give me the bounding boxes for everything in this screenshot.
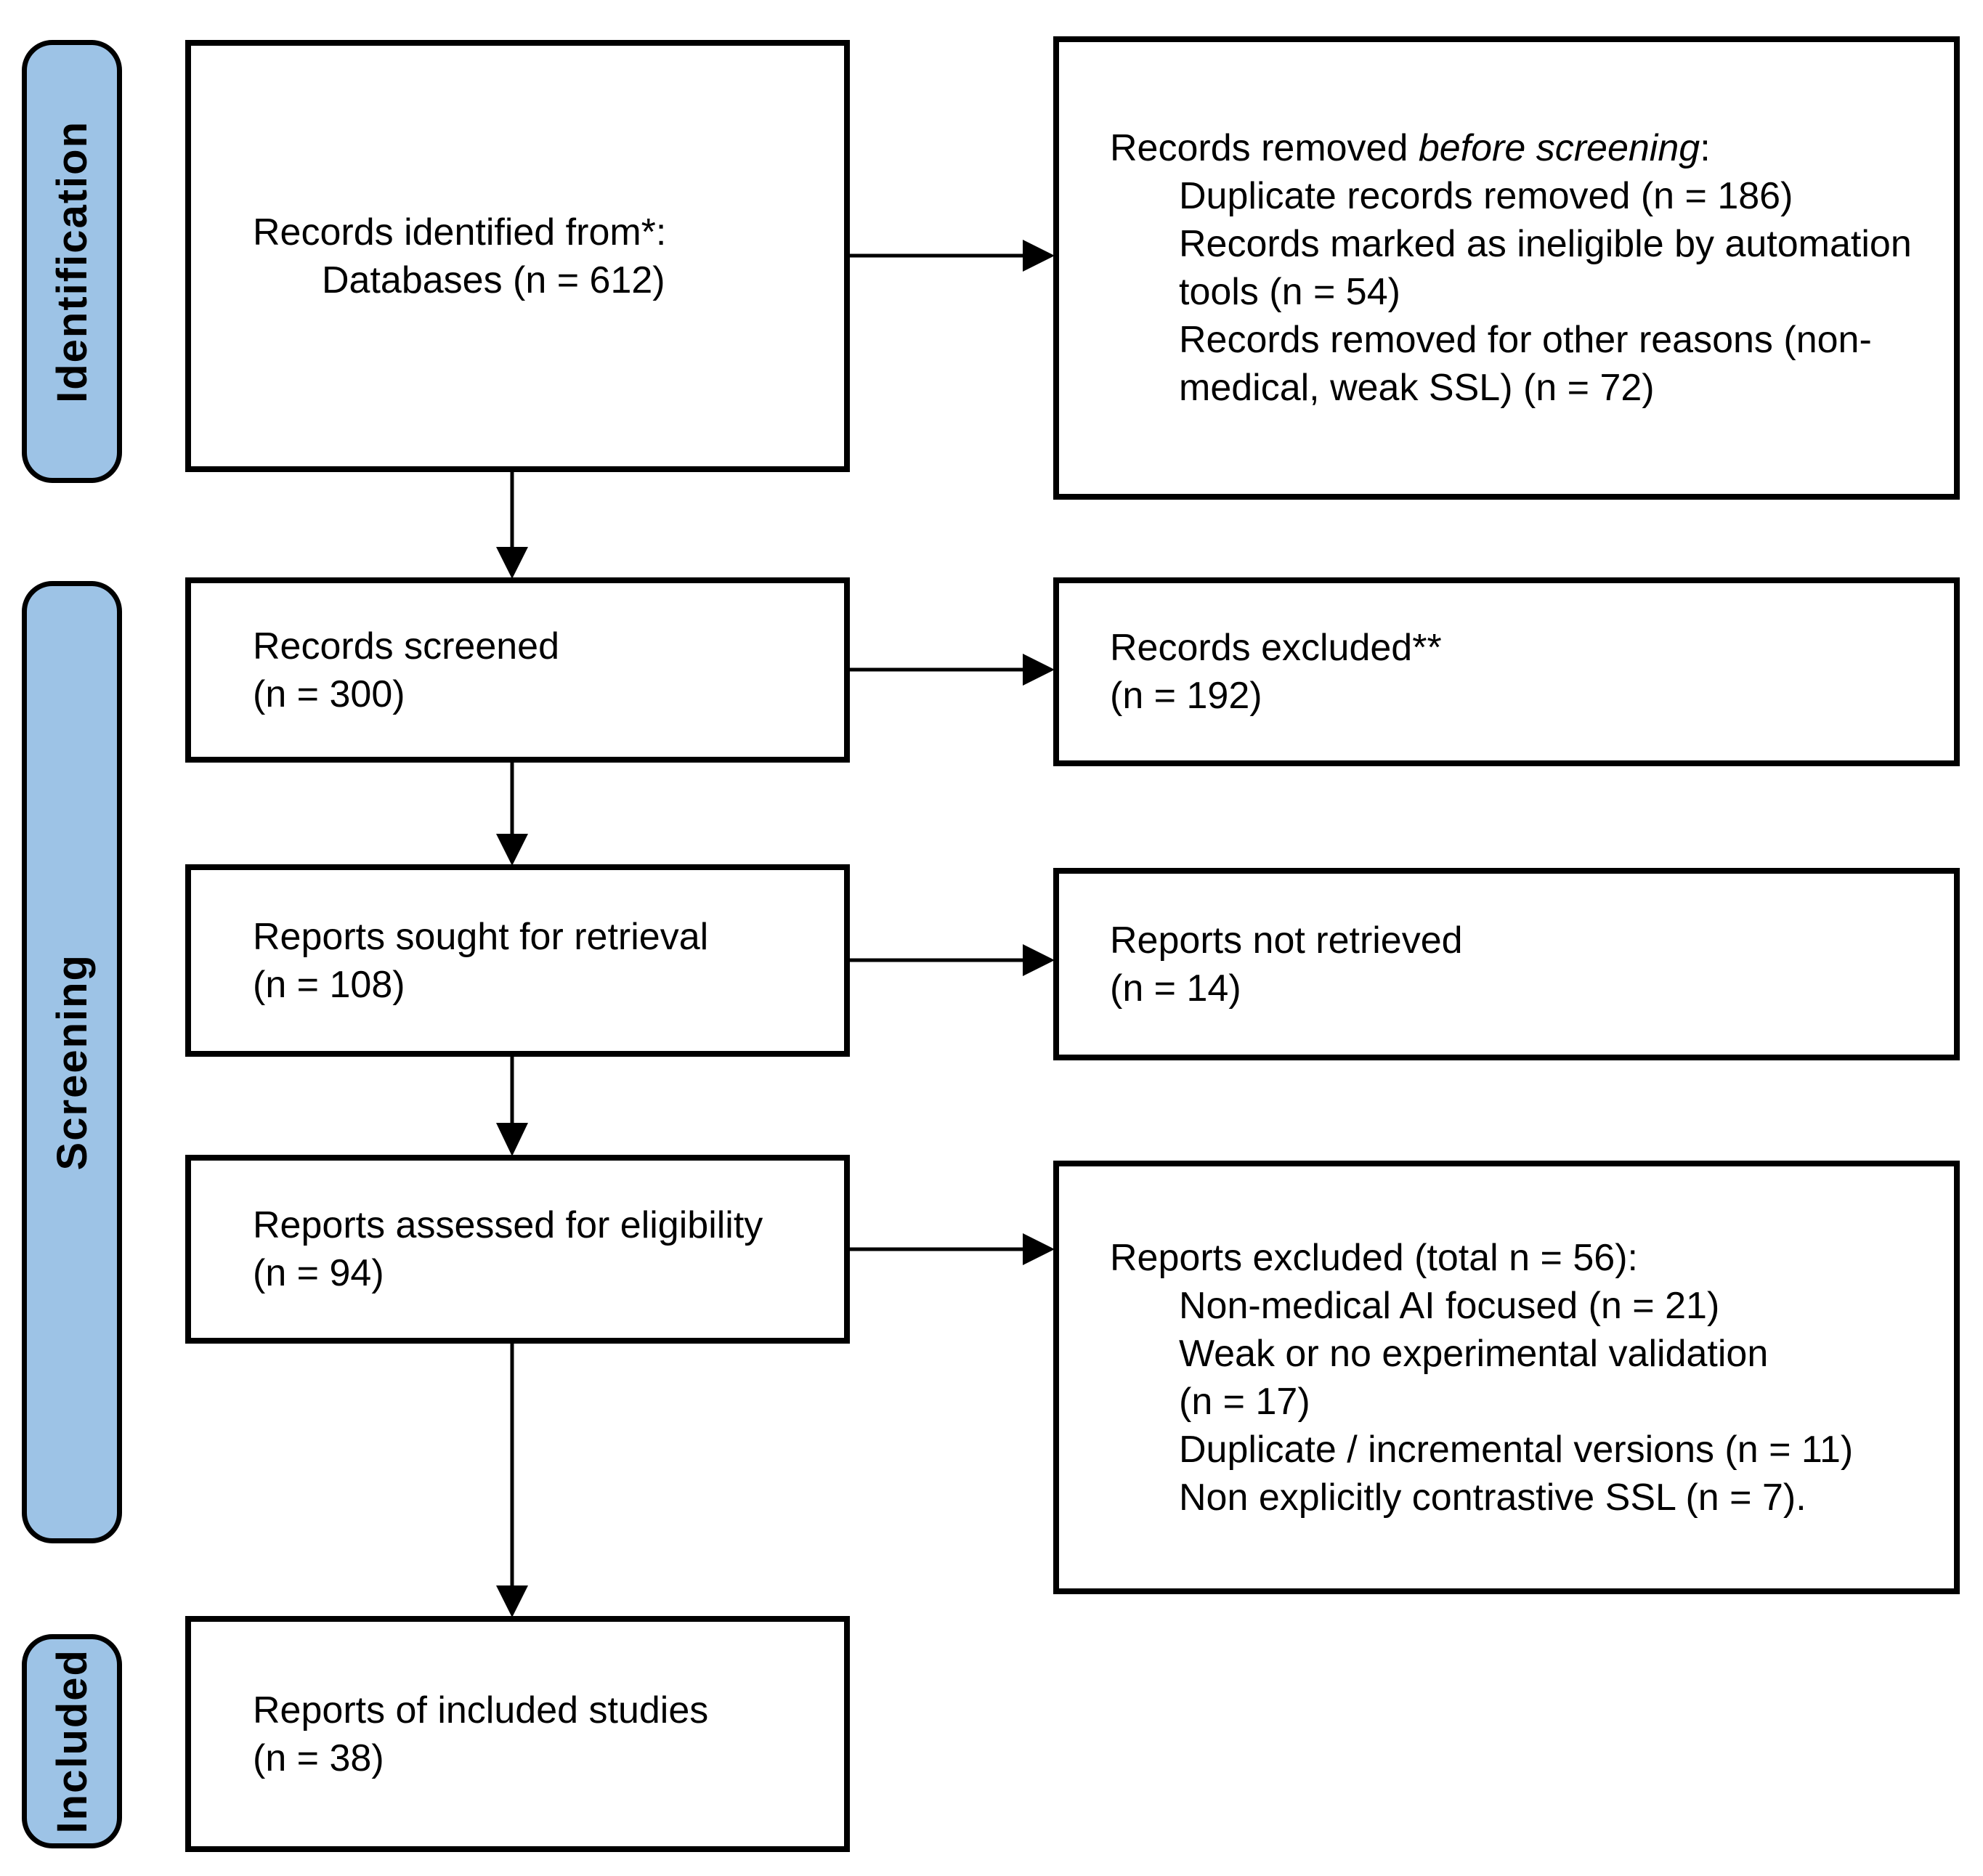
- records-removed-item-line: Duplicate records removed (n = 186): [1179, 175, 1793, 217]
- reports-excluded-item-line: Weak or no experimental validation: [1179, 1332, 1769, 1375]
- stage-bar-identification: Identification: [22, 40, 122, 483]
- arrow-screened-to-excluded: [850, 654, 1055, 686]
- records-removed-item-line: medical, weak SSL) (n = 72): [1179, 367, 1655, 409]
- stage-label-included: Included: [48, 1649, 96, 1834]
- records-removed-title: Records removed before screening:: [1110, 124, 1932, 172]
- arrow-identified-to-removed: [850, 240, 1055, 272]
- box-reports-assessed: Reports assessed for eligibility (n = 94…: [185, 1155, 850, 1344]
- records-screened-line2: (n = 300): [253, 673, 405, 715]
- stage-bar-screening: Screening: [22, 581, 122, 1543]
- arrow-sought-to-assessed: [496, 1057, 528, 1156]
- stage-label-identification: Identification: [48, 120, 96, 403]
- box-reports-excluded: Reports excluded (total n = 56): Non-med…: [1053, 1161, 1960, 1594]
- box-records-identified: Records identified from*: Databases (n =…: [185, 40, 850, 472]
- arrow-assessed-to-included: [496, 1344, 528, 1617]
- records-removed-item-line: Records removed for other reasons (non-: [1179, 319, 1872, 361]
- reports-excluded-item-line: Non explicitly contrastive SSL (n = 7).: [1179, 1476, 1806, 1519]
- records-removed-title-italic: before screening: [1418, 127, 1700, 169]
- stage-label-screening: Screening: [48, 954, 96, 1171]
- records-excluded-line1: Records excluded**: [1110, 627, 1442, 669]
- reports-assessed-line2: (n = 94): [253, 1252, 384, 1294]
- box-records-screened: Records screened (n = 300): [185, 577, 850, 763]
- included-studies-line2: (n = 38): [253, 1737, 384, 1779]
- stage-bar-included: Included: [22, 1634, 122, 1848]
- box-records-excluded: Records excluded** (n = 192): [1053, 577, 1960, 766]
- reports-sought-line2: (n = 108): [253, 963, 405, 1006]
- box-reports-sought: Reports sought for retrieval (n = 108): [185, 864, 850, 1057]
- arrow-assessed-to-reports-excluded: [850, 1233, 1055, 1265]
- box-reports-not-retrieved: Reports not retrieved (n = 14): [1053, 868, 1960, 1060]
- reports-assessed-line1: Reports assessed for eligibility: [253, 1204, 763, 1246]
- reports-excluded-title: Reports excluded (total n = 56):: [1110, 1236, 1638, 1279]
- included-studies-line1: Reports of included studies: [253, 1689, 709, 1731]
- records-excluded-line2: (n = 192): [1110, 675, 1262, 717]
- arrow-identified-to-screened: [496, 472, 528, 579]
- not-retrieved-line2: (n = 14): [1110, 967, 1241, 1010]
- arrow-sought-to-not-retrieved: [850, 944, 1055, 976]
- records-removed-title-prefix: Records removed: [1110, 127, 1419, 169]
- records-removed-item-line: Records marked as ineligible by automati…: [1179, 223, 1912, 265]
- box-included-studies: Reports of included studies (n = 38): [185, 1616, 850, 1852]
- box-records-removed: Records removed before screening: Duplic…: [1053, 36, 1960, 500]
- records-removed-title-suffix: :: [1700, 127, 1711, 169]
- reports-excluded-item-line: (n = 17): [1179, 1380, 1310, 1423]
- reports-excluded-item-line: Duplicate / incremental versions (n = 11…: [1179, 1428, 1854, 1471]
- arrow-screened-to-sought: [496, 763, 528, 866]
- not-retrieved-line1: Reports not retrieved: [1110, 919, 1463, 962]
- reports-excluded-item-line: Non-medical AI focused (n = 21): [1179, 1284, 1720, 1327]
- records-screened-line1: Records screened: [253, 625, 559, 667]
- records-removed-item-line: tools (n = 54): [1179, 271, 1400, 313]
- reports-sought-line1: Reports sought for retrieval: [253, 915, 709, 958]
- records-identified-line2: Databases (n = 612): [322, 259, 665, 301]
- records-identified-line1: Records identified from*:: [253, 211, 667, 253]
